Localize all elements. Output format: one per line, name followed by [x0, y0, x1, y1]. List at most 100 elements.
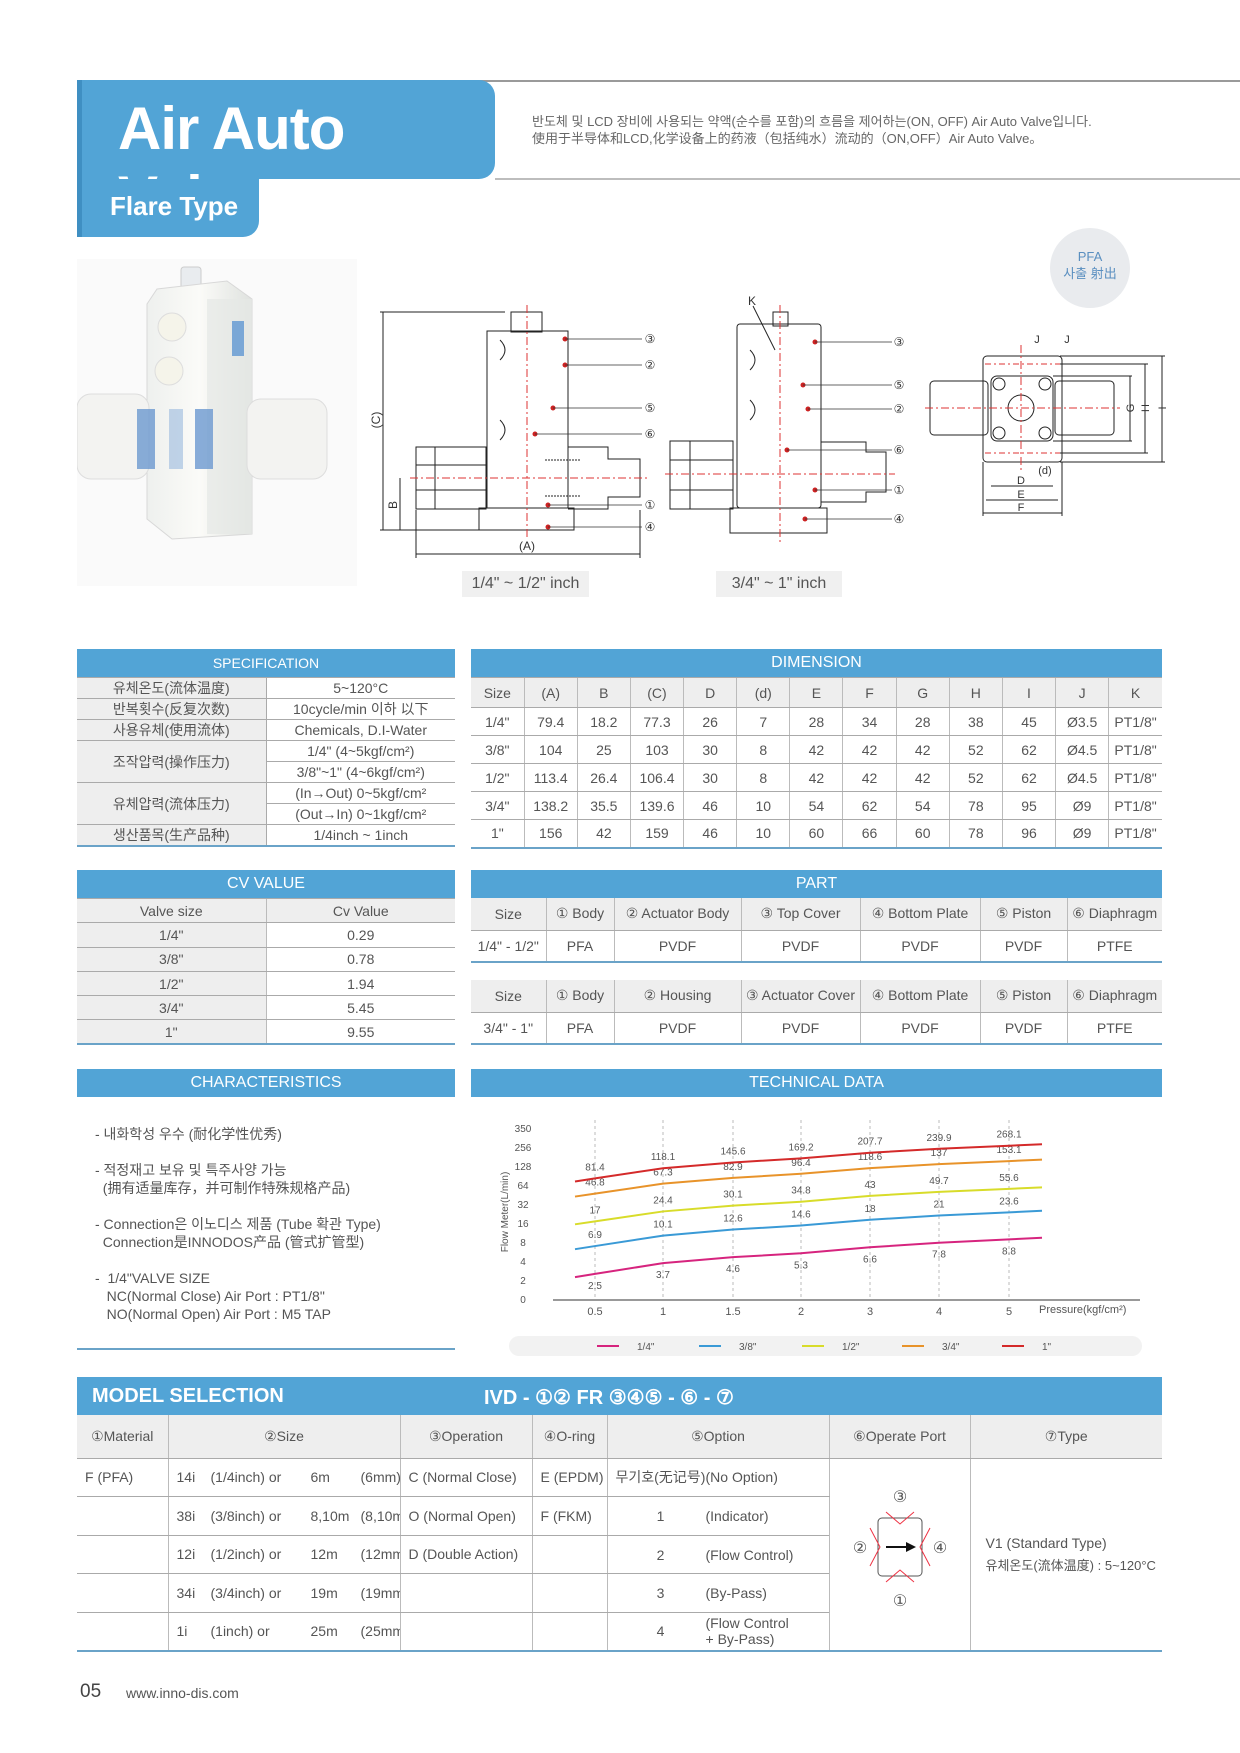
- table-cell: 62: [1001, 763, 1056, 792]
- type-line: V1 (Standard Type): [985, 1534, 1107, 1551]
- size-part: (3/4inch) or: [210, 1584, 282, 1601]
- data-label: 8.8: [1002, 1246, 1016, 1257]
- drawing-top-view: [925, 345, 1165, 516]
- size-part: 25m: [310, 1623, 338, 1639]
- callout-label: ⑤: [894, 378, 905, 392]
- legend-label: 1/2": [842, 1342, 860, 1353]
- description: 반도체 및 LCD 장비에 사용되는 약액(순수를 포함)의 흐름을 제어하는(…: [532, 113, 1092, 147]
- data-label: 21: [933, 1200, 945, 1211]
- table-cell: 95: [1001, 791, 1056, 820]
- legend: [509, 1336, 1142, 1356]
- table-cell: 1/4": [77, 922, 266, 948]
- spec-value: 3/8"~1" (4~6kgf/cm²): [266, 761, 455, 783]
- option-cell: 4(Flow Control + By-Pass): [606, 1612, 829, 1652]
- table-cell: 28: [895, 707, 950, 736]
- option-code: 1: [656, 1508, 665, 1525]
- oring-cell: [531, 1573, 607, 1613]
- table-cell: PVDF: [613, 1012, 741, 1045]
- legend-label: 3/8": [739, 1342, 757, 1353]
- table-cell: PVDF: [979, 1012, 1067, 1045]
- table-cell: PVDF: [979, 930, 1067, 963]
- oring-cell: [531, 1535, 607, 1574]
- size-part: (1/2inch) or: [210, 1546, 282, 1563]
- description-ko: 반도체 및 LCD 장비에 사용되는 약액(순수를 포함)의 흐름을 제어하는(…: [532, 114, 1092, 129]
- dim-label-k: K: [748, 294, 756, 308]
- data-label: 30.1: [723, 1190, 743, 1201]
- size-part: (19mm): [360, 1584, 401, 1601]
- table-cell: 8: [736, 735, 790, 764]
- callout-label: ②: [894, 402, 905, 416]
- operation-cell: O (Normal Open): [399, 1496, 532, 1536]
- column-header: J: [1055, 677, 1109, 708]
- header-rule: [495, 178, 1240, 180]
- option-cell: 1(Indicator): [606, 1496, 829, 1536]
- column-header: ④O-ring: [531, 1415, 607, 1459]
- model-selection-header: MODEL SELECTION IVD - ①② FR ③④⑤ - ⑥ - ⑦: [77, 1377, 1162, 1415]
- callout-label: ②: [645, 358, 656, 372]
- table-cell: 156: [523, 819, 578, 849]
- x-axis-label: Pressure(kgf/cm²): [1039, 1304, 1126, 1316]
- operation-cell: D (Double Action): [399, 1535, 532, 1574]
- cv-title: CV VALUE: [77, 870, 455, 899]
- dim-label-c: (C): [369, 412, 383, 429]
- dim-label-d-small: (d): [1038, 465, 1051, 477]
- option-code: 3: [656, 1585, 665, 1602]
- callout-label: ⑥: [645, 427, 656, 441]
- table-cell: 45: [1001, 707, 1056, 736]
- data-label: 3.7: [656, 1270, 670, 1281]
- table-cell: 42: [842, 735, 897, 764]
- column-header: (d): [736, 677, 790, 708]
- table-cell: 3/4": [471, 791, 525, 820]
- table-cell: 62: [842, 791, 897, 820]
- table-cell: Ø4.5: [1055, 763, 1109, 792]
- table-cell: 103: [629, 735, 684, 764]
- data-label: 46.8: [585, 1178, 605, 1189]
- data-label: 153.1: [996, 1145, 1021, 1156]
- size-part: (25mm): [360, 1623, 401, 1639]
- table-cell: 3/4": [77, 995, 266, 1021]
- column-header: Valve size: [77, 898, 266, 924]
- table-cell: 54: [789, 791, 843, 820]
- size-part: 14i: [176, 1469, 196, 1486]
- website-link[interactable]: www.inno-dis.com: [126, 1685, 239, 1701]
- dim-label-b: B: [386, 501, 400, 509]
- table-cell: 25: [576, 735, 631, 764]
- table-cell: 38: [948, 707, 1003, 736]
- table-cell: 42: [789, 763, 843, 792]
- material-cell: F (PFA): [77, 1458, 168, 1497]
- column-header: ⑥ Diaphragm: [1066, 980, 1162, 1013]
- port-label: ③: [892, 1489, 906, 1506]
- type-line: 유체온도(流体温度) : 5~120°C: [985, 1557, 1156, 1573]
- spec-value: (Out→In) 0~1kgf/cm²: [266, 803, 455, 825]
- size-part: (6mm): [360, 1469, 401, 1486]
- x-tick-label: 1: [660, 1306, 666, 1318]
- column-header: ④ Bottom Plate: [859, 898, 980, 931]
- option-code: 4: [656, 1623, 665, 1639]
- characteristics-list: - 내화학성 우수 (耐化学性优秀) - 적정재고 보유 및 특주사양 가능 (…: [95, 1125, 381, 1341]
- table-cell: 62: [1001, 735, 1056, 764]
- series-line-2: [574, 1186, 1043, 1226]
- table-cell: 104: [523, 735, 578, 764]
- y-tick-label: 128: [515, 1162, 532, 1173]
- data-label: 18: [864, 1204, 876, 1215]
- spec-value: 5~120°C: [266, 677, 455, 699]
- legend-label: 3/4": [942, 1342, 960, 1353]
- size-part: 1i: [176, 1623, 188, 1639]
- y-tick-label: 350: [515, 1124, 532, 1135]
- column-header: ① Body: [545, 898, 614, 931]
- callout-label: ⑤: [645, 401, 656, 415]
- data-label: 34.8: [791, 1186, 811, 1197]
- column-header: ⑤ Piston: [979, 898, 1067, 931]
- data-label: 23.6: [999, 1196, 1019, 1207]
- table-cell: 46: [683, 791, 737, 820]
- option-cell: 무기호(无记号)(No Option): [606, 1458, 829, 1497]
- table-cell: 3/8": [471, 735, 525, 764]
- column-header: ⑥ Diaphragm: [1066, 898, 1162, 931]
- column-header: ③ Top Cover: [740, 898, 860, 931]
